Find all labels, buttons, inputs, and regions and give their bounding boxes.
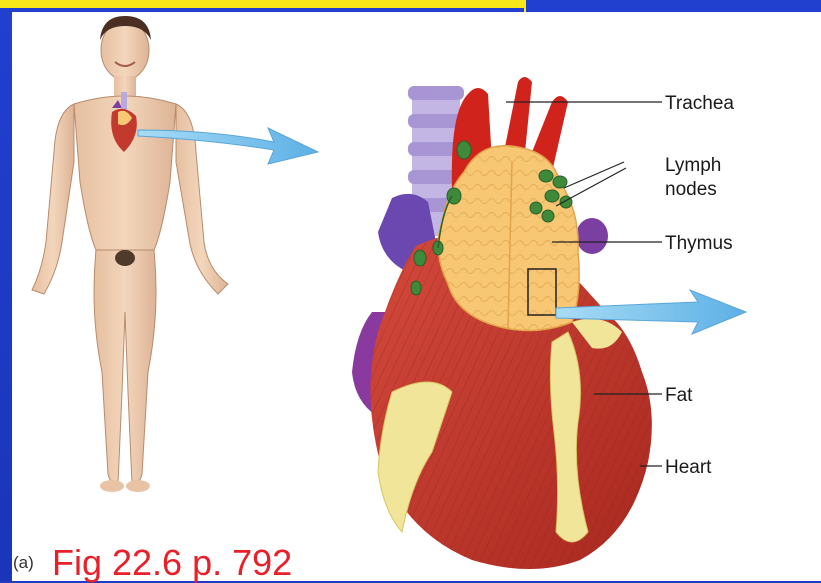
label-heart: Heart — [665, 458, 711, 477]
heart-illustration — [352, 77, 652, 569]
human-body-figure — [32, 16, 228, 492]
label-thymus: Thymus — [665, 234, 733, 253]
title-bar-accent-edge — [524, 0, 526, 12]
label-lymph-nodes-line2: nodes — [665, 180, 717, 199]
panel-letter: (a) — [13, 553, 34, 573]
label-trachea: Trachea — [665, 94, 734, 113]
title-bar-accent — [0, 0, 524, 8]
label-lymph-nodes-line1: Lymph — [665, 156, 721, 175]
figure-caption: Fig 22.6 p. 792 — [52, 545, 292, 581]
label-fat: Fat — [665, 386, 692, 405]
